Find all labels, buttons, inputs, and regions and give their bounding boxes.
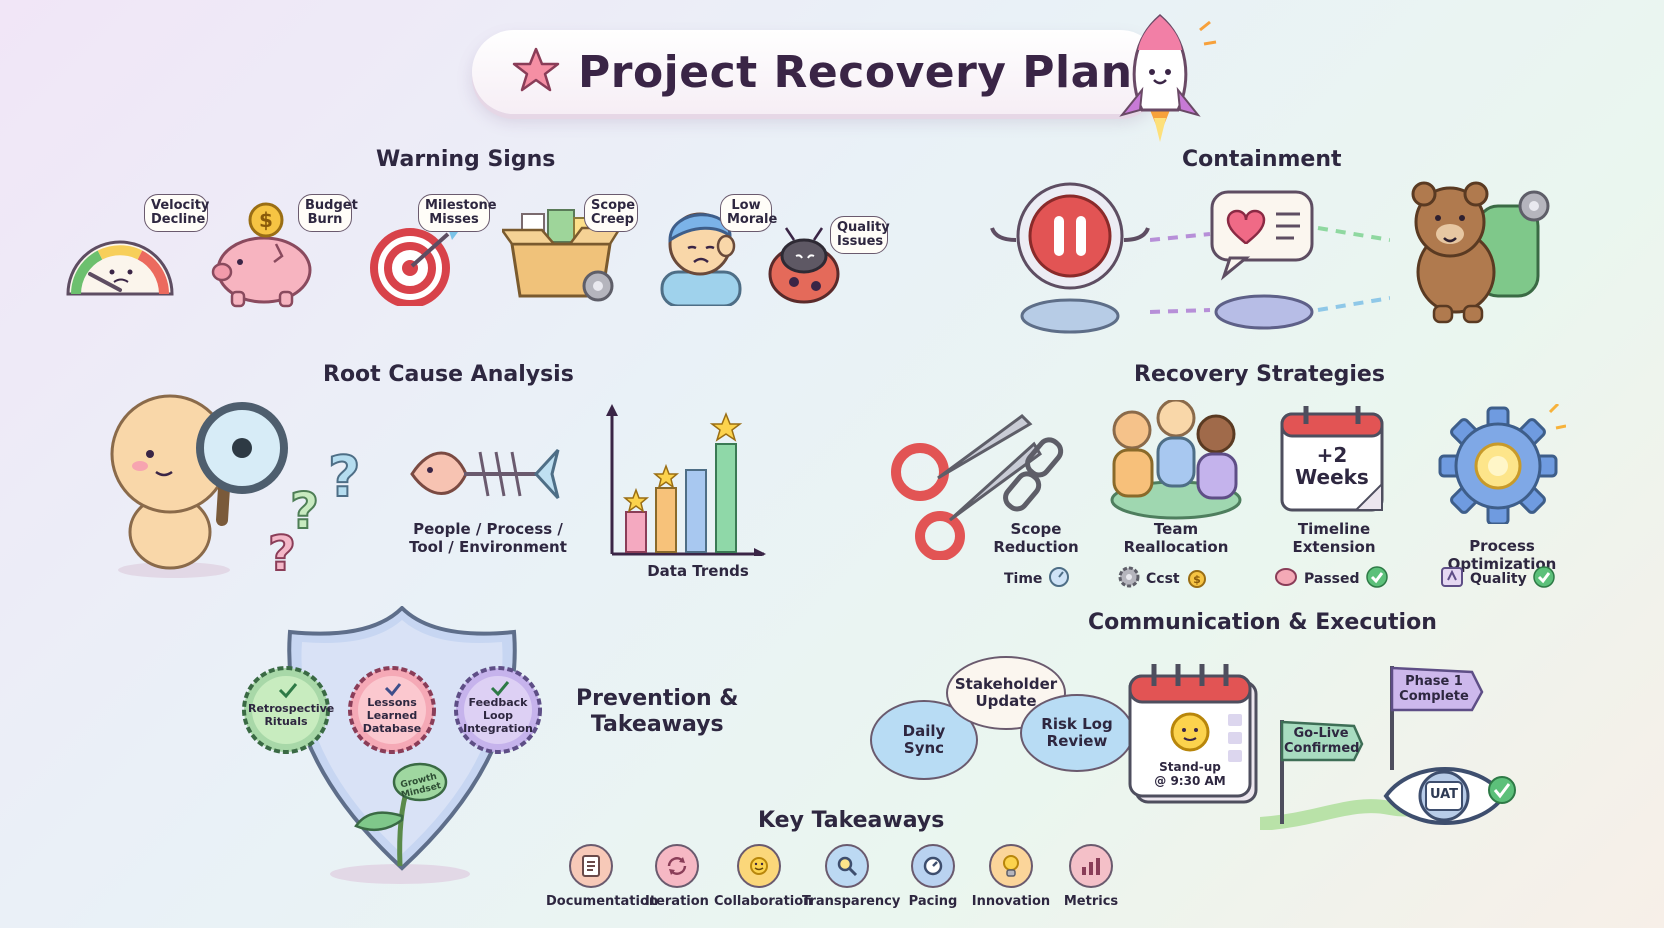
timeline-extension-caption: Timeline Extension: [1292, 520, 1376, 556]
question-marks-icon: ? ? ?: [267, 444, 378, 583]
takeaway-label: Transparency: [802, 894, 901, 909]
piggy-bank-icon: $: [206, 200, 326, 314]
page-title: Project Recovery Plan: [578, 46, 1133, 98]
svg-text:?: ?: [290, 482, 319, 540]
takeaway-metrics: Metrics: [1046, 844, 1136, 909]
clock-icon: [1048, 566, 1070, 592]
section-title-communication: Communication & Execution: [1088, 610, 1437, 635]
sad-person-icon: [656, 202, 746, 310]
svg-text:?: ?: [268, 526, 296, 576]
badge-retro: Retrospective Rituals: [248, 702, 335, 728]
bubble-milestone: Milestone Misses: [418, 194, 497, 232]
team-reallocation-caption: Team Reallocation: [1123, 520, 1229, 556]
sparkle-board-icon: [1440, 566, 1464, 592]
flag-phase: Phase 1 Complete: [1386, 664, 1486, 772]
section-title-root-cause: Root Cause Analysis: [323, 362, 574, 387]
chip-passed-label: Passed: [1304, 571, 1360, 587]
data-trends-chart-icon: [602, 404, 766, 560]
data-trends-caption: Data Trends: [647, 562, 749, 580]
chip-cost-label: Ccst: [1146, 571, 1180, 587]
calendar-timeline-icon: +2 Weeks: [1278, 404, 1386, 514]
process-optimization-caption: Process Optimization: [1447, 537, 1557, 573]
speech-risk-log: Risk Log Review: [1020, 694, 1134, 772]
document-icon: [569, 844, 613, 888]
takeaway-label: Pacing: [908, 894, 958, 909]
chip-time: Time: [1004, 566, 1070, 592]
pause-button-character-icon: [986, 180, 1156, 344]
gear-small-icon: [1118, 566, 1140, 592]
section-title-recovery: Recovery Strategies: [1134, 362, 1385, 387]
prevention-shield: Retrospective Rituals Lessons Learned Da…: [240, 606, 564, 886]
standup-calendar-icon: Stand-up @ 9:30 AM: [1126, 660, 1264, 808]
gear-icon: [1436, 402, 1567, 528]
gauge-icon: [60, 222, 180, 306]
chip-cost: Ccst $: [1118, 566, 1208, 592]
money-bag-icon: $: [1186, 566, 1208, 592]
chip-quality: Quality: [1440, 566, 1555, 592]
open-box-icon: [499, 204, 623, 308]
scope-reduction-caption: Scope Reduction: [993, 520, 1079, 556]
takeaway-label: Metrics: [1063, 894, 1119, 909]
badge-lessons: Lessons Learned Database: [362, 696, 422, 735]
section-title-warning: Warning Signs: [376, 147, 556, 172]
timeline-badge-text: +2 Weeks: [1295, 443, 1369, 489]
speech-stakeholder-update: Stakeholder Update: [946, 656, 1066, 730]
flag-golive: Go-Live Confirmed: [1276, 716, 1366, 826]
chip-passed: Passed: [1274, 566, 1388, 592]
takeaway-label: Innovation: [971, 894, 1051, 909]
section-title-prevention: Prevention & Takeaways: [576, 686, 739, 737]
lightbulb-icon: [989, 844, 1033, 888]
takeaway-label: Collaboration: [714, 894, 813, 909]
rocket-icon: [1100, 10, 1220, 154]
sun-icon: [737, 844, 781, 888]
bubble-scope: Scope Creep: [584, 194, 638, 232]
fishbone-icon: [410, 440, 560, 514]
takeaway-innovation: Innovation: [966, 844, 1056, 909]
target-icon: [368, 226, 460, 310]
bar-chart-icon: [1069, 844, 1113, 888]
uat-eye-icon: UAT: [1382, 756, 1518, 836]
takeaway-iteration: Iteration: [632, 844, 722, 909]
bubble-quality: Quality Issues: [830, 216, 890, 254]
bubble-budget: Budget Burn: [298, 194, 358, 232]
section-title-containment: Containment: [1182, 147, 1342, 172]
bubble-morale: Low Morale: [720, 194, 777, 232]
takeaway-label: Documentation: [546, 894, 659, 909]
magnifier-icon: [825, 844, 869, 888]
standup-text: Stand-up @ 9:30 AM: [1154, 760, 1226, 788]
takeaway-collaboration: Collaboration: [714, 844, 813, 909]
badge-feedback: Feedback Loop Integration: [463, 696, 533, 735]
speech-daily-sync: Daily Sync: [870, 700, 978, 780]
bubble-velocity: Velocity Decline: [144, 194, 209, 232]
section-title-key-takeaways: Key Takeaways: [758, 808, 945, 833]
takeaway-documentation: Documentation: [546, 844, 659, 909]
bug-icon: [762, 226, 852, 310]
fishbone-caption: People / Process / Tool / Environment: [409, 520, 567, 556]
title-banner: Project Recovery Plan: [472, 30, 1162, 114]
team-people-icon: [1106, 398, 1246, 524]
svg-text:$: $: [1193, 573, 1201, 586]
detective-character-icon: [104, 392, 304, 586]
brain-icon: [1274, 566, 1298, 592]
bear-backpack-icon: [1394, 176, 1554, 330]
chip-time-label: Time: [1004, 571, 1043, 587]
takeaway-label: Iteration: [645, 894, 709, 909]
takeaway-pacing: Pacing: [888, 844, 978, 909]
star-icon: [512, 46, 560, 98]
flag-golive-text: Go-Live Confirmed: [1284, 726, 1360, 756]
flag-phase-text: Phase 1 Complete: [1399, 674, 1469, 704]
svg-text:?: ?: [328, 446, 360, 510]
scissors-chain-icon: [884, 408, 1084, 564]
containment-path-connector: [1149, 180, 1391, 340]
heart-message-icon: [1206, 188, 1324, 342]
chip-quality-label: Quality: [1470, 571, 1527, 587]
takeaway-transparency: Transparency: [802, 844, 901, 909]
check-circle-icon: [1365, 566, 1388, 592]
uat-text: UAT: [1429, 787, 1459, 802]
svg-text:$: $: [259, 208, 273, 232]
gauge-icon: [911, 844, 955, 888]
check-circle-icon: [1532, 566, 1555, 592]
cycle-icon: [655, 844, 699, 888]
